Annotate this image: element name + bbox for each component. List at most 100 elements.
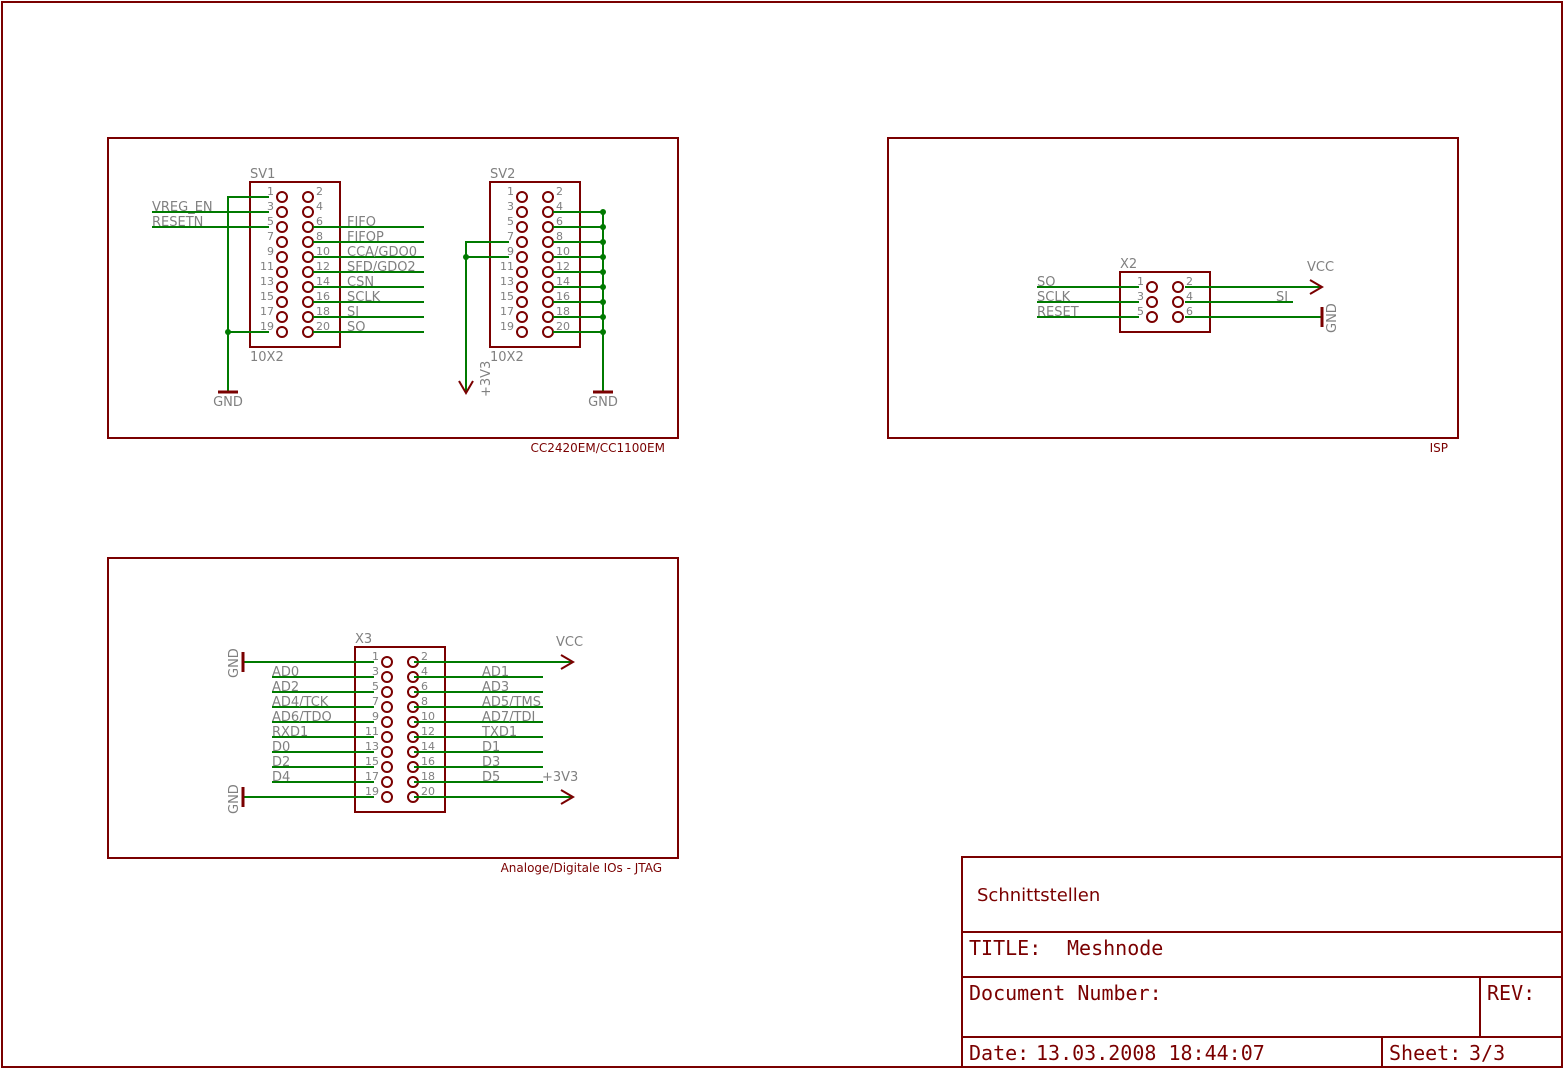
- pin-9: [381, 716, 393, 728]
- pin-1: [381, 656, 393, 668]
- sv1-value: 10X2: [250, 350, 284, 365]
- pin-8: [542, 236, 554, 248]
- pin-number: 9: [267, 245, 274, 258]
- pin-13: [276, 281, 288, 293]
- pin-12: [542, 266, 554, 278]
- sv1-body: [249, 181, 341, 348]
- pin-1: [276, 191, 288, 203]
- pin-7: [276, 236, 288, 248]
- pin-12: [302, 266, 314, 278]
- title-value: Meshnode: [1067, 936, 1163, 960]
- sv2-right-nets: [553, 209, 606, 335]
- gnd-label-jtag-1: GND: [227, 648, 242, 678]
- pin-16: [542, 296, 554, 308]
- net-label: FIFO: [347, 215, 376, 230]
- sheet-value: 3/3: [1469, 1041, 1505, 1065]
- pin-2: [1172, 281, 1184, 293]
- pin-number: 12: [316, 260, 330, 273]
- pin-3: [516, 206, 528, 218]
- net-label: SFD/GDO2: [347, 260, 416, 275]
- pin-8: [302, 236, 314, 248]
- pin-number: 17: [260, 305, 274, 318]
- date-label: Date:: [969, 1041, 1029, 1065]
- net-label-so: SO: [1037, 275, 1055, 290]
- pin-number: 17: [500, 305, 514, 318]
- pin-number: 4: [1186, 290, 1193, 303]
- frame-isp-caption: ISP: [1430, 441, 1448, 455]
- net-label: SO: [347, 320, 365, 335]
- net-label: TXD1: [481, 725, 517, 740]
- net-label: D3: [482, 755, 500, 770]
- pin-number: 14: [421, 740, 435, 753]
- net-label: D0: [272, 740, 290, 755]
- pin-number: 16: [556, 290, 570, 303]
- pin-number: 11: [260, 260, 274, 273]
- pin-number: 4: [556, 200, 563, 213]
- pin-number: 13: [500, 275, 514, 288]
- pin-number: 10: [316, 245, 330, 258]
- net-label: FIFOP: [347, 230, 384, 245]
- pin-14: [302, 281, 314, 293]
- supply-label-vcc-jtag: VCC: [556, 635, 583, 650]
- pin-1: [516, 191, 528, 203]
- sv2-name: SV2: [490, 167, 515, 182]
- pin-number: 20: [421, 785, 435, 798]
- sheet-label: Sheet:: [1389, 1041, 1461, 1065]
- junction: [463, 254, 469, 260]
- pin-number: 5: [1137, 305, 1144, 318]
- net-label: AD7/TDI: [482, 710, 535, 725]
- pin-15: [276, 296, 288, 308]
- pin-4: [302, 206, 314, 218]
- pin-number: 12: [421, 725, 435, 738]
- pin-18: [542, 311, 554, 323]
- pin-number: 14: [316, 275, 330, 288]
- net-label: CCA/GDO0: [347, 245, 417, 260]
- pin-number: 4: [316, 200, 323, 213]
- sv2-body: [489, 181, 581, 348]
- net-label-resetn: RESETN: [152, 215, 203, 230]
- pin-11: [276, 266, 288, 278]
- pin-number: 1: [372, 650, 379, 663]
- pin-2: [302, 191, 314, 203]
- pin-6: [542, 221, 554, 233]
- pin-14: [542, 281, 554, 293]
- x3-name: X3: [355, 632, 372, 647]
- pin-5: [516, 221, 528, 233]
- frame-jtag-caption: Analoge/Digitale IOs - JTAG: [501, 861, 662, 875]
- net-label: AD2: [272, 680, 299, 695]
- pin-5: [381, 686, 393, 698]
- date-value: 13.03.2008 18:44:07: [1036, 1041, 1265, 1065]
- supply-arrow-vcc: [560, 654, 575, 670]
- title-block: Schnittstellen TITLE: Meshnode Document …: [961, 856, 1563, 1068]
- pin-number: 10: [421, 710, 435, 723]
- pin-number: 7: [267, 230, 274, 243]
- pin-number: 3: [267, 200, 274, 213]
- net-label: AD6/TDO: [272, 710, 332, 725]
- supply-label-3v3-jtag: +3V3: [542, 770, 578, 785]
- net-label-reset: RESET: [1037, 305, 1079, 320]
- pin-number: 5: [372, 680, 379, 693]
- pin-number: 18: [556, 305, 570, 318]
- pin-number: 9: [507, 245, 514, 258]
- x2-name: X2: [1120, 257, 1137, 272]
- pin-number: 13: [365, 740, 379, 753]
- revision-label: REV:: [1487, 981, 1535, 1005]
- pin-number: 6: [556, 215, 563, 228]
- pin-4: [542, 206, 554, 218]
- pin-1: [1146, 281, 1158, 293]
- pin-number: 11: [500, 260, 514, 273]
- sheet-name: Schnittstellen: [977, 885, 1100, 906]
- pin-18: [302, 311, 314, 323]
- pin-number: 12: [556, 260, 570, 273]
- net-3v3-sv2: [465, 241, 509, 392]
- net-label: AD0: [272, 665, 299, 680]
- net-label: AD5/TMS: [482, 695, 541, 710]
